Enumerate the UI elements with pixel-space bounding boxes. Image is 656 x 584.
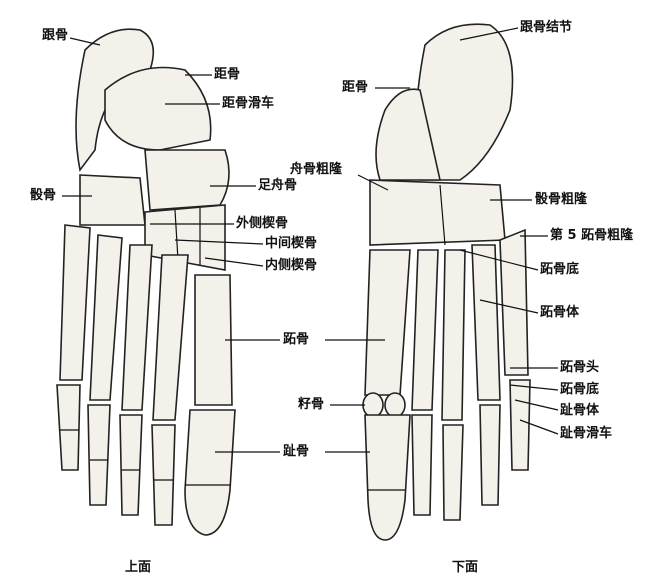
- label-talus: 距骨: [214, 67, 241, 82]
- label-calcaneus: 跟骨: [42, 28, 69, 43]
- label-cuboid: 骰骨: [30, 188, 57, 203]
- talus-bottom: [375, 88, 441, 181]
- phalanges-bottom: [364, 379, 531, 541]
- label-navicular-tuberosity: 舟骨粗隆: [290, 162, 343, 177]
- label-phalanx: 趾骨: [283, 444, 310, 459]
- cuneiforms-top: [144, 204, 226, 271]
- sesamoid-bones: [362, 392, 384, 418]
- label-calcaneal-tuberosity: 跟骨结节: [520, 20, 573, 35]
- label-talus-trochlea: 距骨滑车: [222, 96, 275, 111]
- view-title-top: 上面: [125, 560, 152, 575]
- label-phalanx-trochlea: 趾骨滑车: [560, 426, 613, 441]
- label-metatarsal-base: 跖骨底: [540, 262, 580, 277]
- label-metatarsal-head: 跖骨头: [560, 360, 600, 375]
- label-talus-bottom: 距骨: [342, 80, 369, 95]
- cuboid-top: [79, 174, 146, 226]
- talus-top: [104, 66, 212, 151]
- tarsals-bottom: [369, 179, 506, 246]
- label-cuboid-tuberosity: 骰骨粗隆: [535, 192, 588, 207]
- label-metatarsal: 跖骨: [283, 332, 310, 347]
- label-phalanx-body: 趾骨体: [560, 403, 600, 418]
- label-lateral-cuneiform: 外侧楔骨: [236, 216, 289, 231]
- metatarsals-bottom: [364, 228, 529, 421]
- right-foot-plantar: [362, 23, 531, 541]
- label-phalanx-base: 跖骨底: [560, 382, 600, 397]
- label-navicular: 足舟骨: [258, 178, 298, 193]
- metatarsals-top: [59, 224, 233, 421]
- label-medial-cuneiform: 内侧楔骨: [265, 258, 318, 273]
- phalanges-top: [56, 384, 236, 536]
- left-foot-dorsal: [56, 28, 236, 536]
- label-intermediate-cuneiform: 中间楔骨: [265, 236, 318, 251]
- label-metatarsal-body: 跖骨体: [540, 305, 580, 320]
- label-fifth-metatarsal-tuberosity: 第 5 跖骨粗隆: [550, 228, 634, 243]
- leader-lines: [62, 27, 559, 453]
- navicular-top: [144, 149, 230, 211]
- label-sesamoid: 籽骨: [298, 397, 325, 412]
- view-title-bottom: 下面: [452, 560, 479, 575]
